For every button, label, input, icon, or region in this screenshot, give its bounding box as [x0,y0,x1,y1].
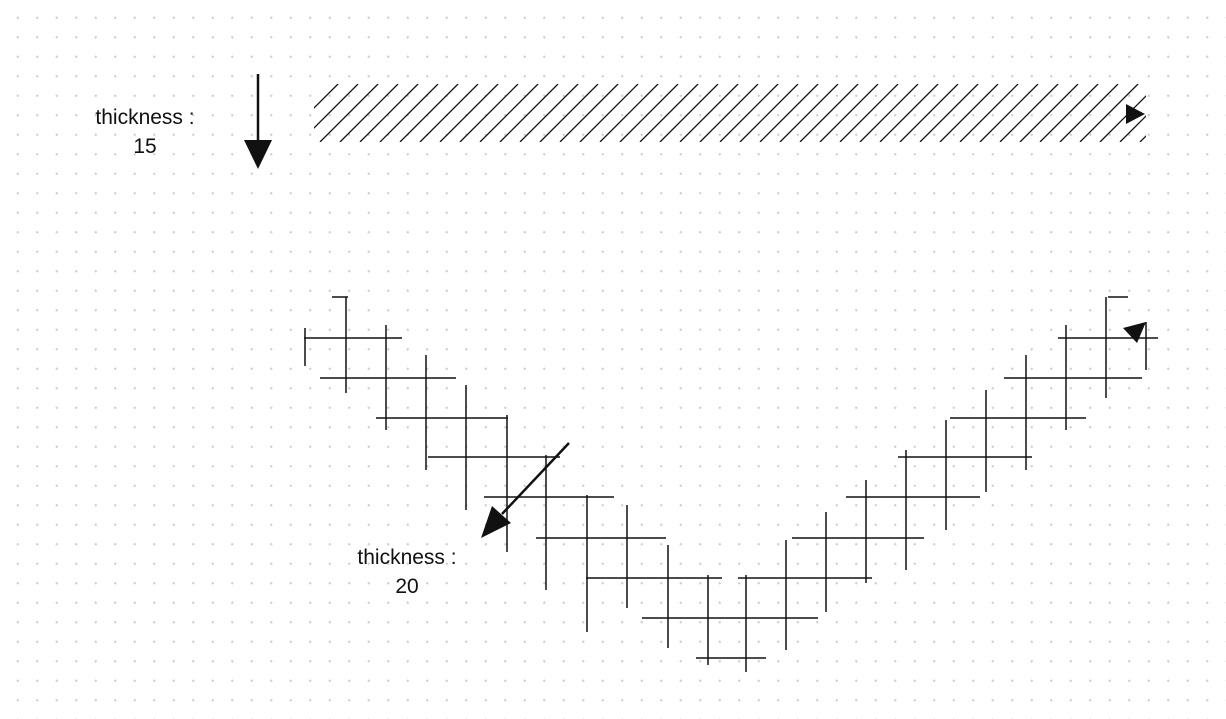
hatch-line [519,84,579,142]
hatch-line [979,84,1039,142]
hatch-line [1119,115,1146,142]
hatch-line [459,84,519,142]
hatch-line [319,84,379,142]
hatched-band [314,84,1226,142]
v-band-end-arrowhead [1123,322,1146,343]
thickness-arrow-top [244,74,272,169]
hatch-line [379,84,439,142]
thickness-label-bottom-line1: thickness : [357,546,457,569]
hatch-line [339,84,399,142]
hatch-line [679,84,739,142]
hatch-line [779,84,839,142]
hatch-line [899,84,959,142]
hatch-line [1019,84,1079,142]
hatch-line [939,84,999,142]
hatch-line [314,84,339,109]
hatch-line [359,84,419,142]
thickness-label-top-line1: thickness : [95,106,195,129]
hatch-line [659,84,719,142]
hatch-line [839,84,899,142]
hatch-line [499,84,559,142]
hatch-line [1079,84,1139,142]
hatch-line [599,84,659,142]
hatch-line [959,84,1019,142]
hatch-line [699,84,759,142]
hatch-line [719,84,779,142]
hatch-line [759,84,819,142]
hatch-line [399,84,459,142]
hatch-line [639,84,699,142]
thickness-value-top: 15 [133,135,157,158]
hatch-line [619,84,679,142]
hatch-line [419,84,479,142]
hatch-line [579,84,639,142]
hatch-line [1160,84,1218,142]
hatch-line [559,84,619,142]
hatch-line [1180,84,1226,142]
crosshatch-v-band [304,296,1158,672]
hatch-line [314,84,359,129]
thickness-label-bottom: thickness : 20 [340,543,474,601]
hatch-line [1139,135,1146,142]
hatch-line [439,84,499,142]
hatch-line [999,84,1059,142]
hatch-line [1200,84,1226,142]
hatch-line [1059,84,1119,142]
hatch-line [1039,84,1099,142]
thickness-label-top: thickness : 15 [78,103,212,161]
hatch-line [919,84,979,142]
hatch-line [539,84,599,142]
hatch-line [819,84,879,142]
hatch-line [879,84,939,142]
hatch-line [799,84,859,142]
hatch-line [479,84,539,142]
thickness-value-bottom: 20 [395,575,419,598]
thickness-arrow-bottom [481,442,570,538]
band-end-arrowhead [1126,104,1145,124]
hatch-line [739,84,799,142]
hatch-line [859,84,919,142]
